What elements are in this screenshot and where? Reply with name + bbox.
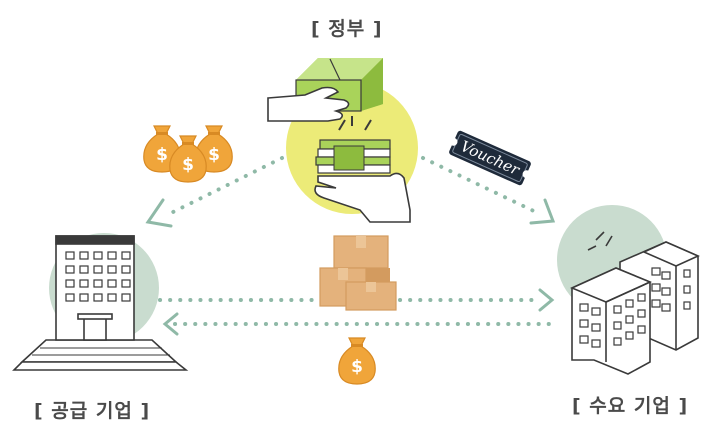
cardboard-boxes-icon — [319, 235, 397, 311]
gov-to-demander-arrow — [421, 156, 556, 225]
money-bag-symbol: $ — [351, 357, 363, 377]
money-bag-icon: $ — [338, 337, 376, 385]
demander-buildings-icon — [569, 231, 700, 375]
cash-hand-icon — [314, 116, 411, 223]
svg-text:$: $ — [156, 145, 168, 165]
svg-text:$: $ — [182, 155, 194, 175]
demander-to-supplier-arrow — [162, 312, 557, 336]
demander-label: [ 수요 기업 ] — [572, 395, 689, 417]
money-bags-icon: $ $ $ — [143, 125, 233, 183]
supplier-label: [ 공급 기업 ] — [34, 400, 151, 422]
supplier-to-demander-arrow — [158, 288, 555, 312]
gov-to-supplier-arrow — [145, 156, 284, 228]
government-label: [ 정부 ] — [311, 18, 383, 40]
svg-text:$: $ — [208, 145, 220, 165]
gift-box-hand-icon — [267, 58, 383, 122]
supplier-building-icon — [12, 235, 189, 371]
voucher-ticket-icon: Voucher — [449, 130, 531, 186]
